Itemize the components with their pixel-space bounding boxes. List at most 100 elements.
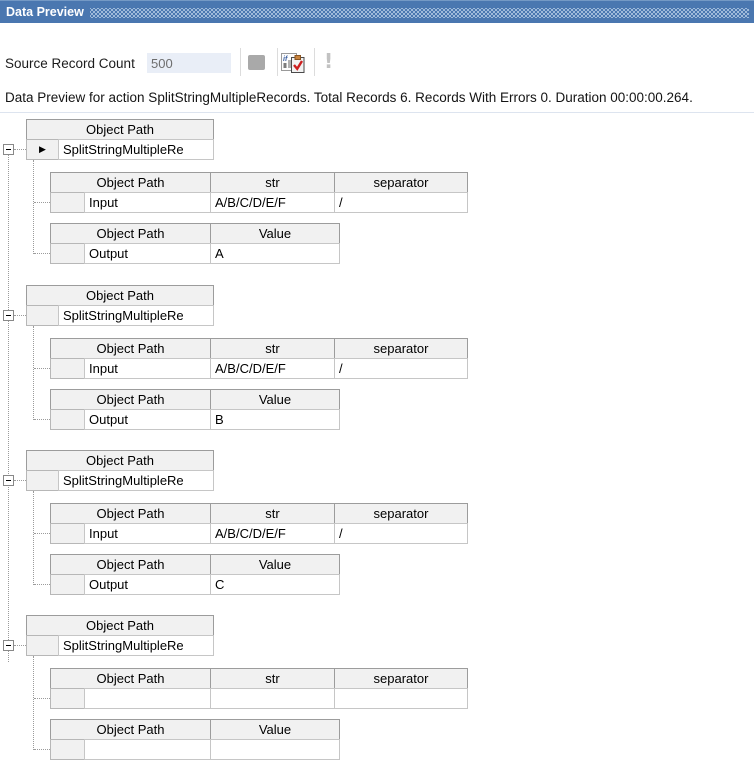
input-object-path-header: Object Path bbox=[50, 503, 211, 524]
output-path-cell[interactable]: Output bbox=[84, 243, 211, 264]
record-name-cell[interactable]: SplitStringMultipleRe bbox=[58, 635, 214, 656]
master-row-selector[interactable]: ▶ bbox=[26, 635, 59, 656]
record-name-cell[interactable]: SplitStringMultipleRe bbox=[58, 305, 214, 326]
input-row-selector[interactable] bbox=[50, 688, 85, 709]
record-group: Object Path ▶ SplitStringMultipleRe Obje… bbox=[0, 285, 754, 431]
input-separator-header: separator bbox=[334, 172, 468, 193]
validate-results-icon[interactable]: if bbox=[280, 50, 308, 76]
master-object-path-header: Object Path bbox=[26, 119, 214, 140]
input-path-cell[interactable] bbox=[84, 688, 211, 709]
svg-text:if: if bbox=[283, 56, 288, 63]
stop-icon[interactable] bbox=[248, 55, 265, 70]
input-str-cell[interactable]: A/B/C/D/E/F bbox=[210, 192, 335, 213]
record-group: Object Path ▶ SplitStringMultipleRe Obje… bbox=[0, 119, 754, 265]
tree-connector-line bbox=[33, 160, 34, 254]
input-str-cell[interactable] bbox=[210, 688, 335, 709]
record-name-cell[interactable]: SplitStringMultipleRe bbox=[58, 470, 214, 491]
master-object-path-header: Object Path bbox=[26, 285, 214, 306]
input-object-path-header: Object Path bbox=[50, 172, 211, 193]
output-value-cell[interactable]: B bbox=[210, 409, 340, 430]
input-str-cell[interactable]: A/B/C/D/E/F bbox=[210, 523, 335, 544]
current-row-arrow-icon: ▶ bbox=[39, 144, 46, 154]
output-row-selector[interactable] bbox=[50, 739, 85, 760]
source-record-count-input[interactable] bbox=[147, 53, 231, 73]
tree-connector-line bbox=[14, 315, 26, 316]
input-str-header: str bbox=[210, 172, 335, 193]
tree-connector-line bbox=[33, 491, 34, 585]
input-separator-cell[interactable]: / bbox=[334, 192, 468, 213]
tree-connector-line bbox=[34, 533, 50, 534]
input-row-selector[interactable] bbox=[50, 192, 85, 213]
output-value-cell[interactable] bbox=[210, 739, 340, 760]
minus-glyph bbox=[6, 149, 11, 150]
master-row-selector[interactable]: ▶ bbox=[26, 470, 59, 491]
tree-connector-line bbox=[34, 368, 50, 369]
toolbar-separator bbox=[277, 48, 278, 76]
master-object-path-header: Object Path bbox=[26, 450, 214, 471]
input-row-selector[interactable] bbox=[50, 523, 85, 544]
record-group: Object Path ▶ SplitStringMultipleRe Obje… bbox=[0, 615, 754, 761]
tree-connector-line bbox=[34, 253, 50, 254]
tree-connector-line bbox=[33, 656, 34, 750]
output-path-cell[interactable] bbox=[84, 739, 211, 760]
panel-title: Data Preview bbox=[6, 5, 84, 19]
input-separator-cell[interactable]: / bbox=[334, 358, 468, 379]
input-path-cell[interactable]: Input bbox=[84, 523, 211, 544]
collapse-expander-icon[interactable] bbox=[3, 310, 14, 321]
tree-connector-line bbox=[34, 749, 50, 750]
input-str-header: str bbox=[210, 503, 335, 524]
input-str-header: str bbox=[210, 668, 335, 689]
output-path-cell[interactable]: Output bbox=[84, 574, 211, 595]
record-name-cell[interactable]: SplitStringMultipleRe bbox=[58, 139, 214, 160]
tree-connector-line bbox=[14, 645, 26, 646]
warning-icon[interactable]: ! bbox=[324, 49, 334, 73]
output-row-selector[interactable] bbox=[50, 243, 85, 264]
minus-glyph bbox=[6, 645, 11, 646]
source-record-count-label: Source Record Count bbox=[5, 56, 135, 71]
input-str-cell[interactable]: A/B/C/D/E/F bbox=[210, 358, 335, 379]
output-object-path-header: Object Path bbox=[50, 389, 211, 410]
output-object-path-header: Object Path bbox=[50, 223, 211, 244]
input-separator-cell[interactable] bbox=[334, 688, 468, 709]
output-value-header: Value bbox=[210, 389, 340, 410]
input-separator-header: separator bbox=[334, 338, 468, 359]
output-object-path-header: Object Path bbox=[50, 719, 211, 740]
tree-connector-line bbox=[34, 584, 50, 585]
input-separator-cell[interactable]: / bbox=[334, 523, 468, 544]
output-value-header: Value bbox=[210, 719, 340, 740]
input-separator-header: separator bbox=[334, 668, 468, 689]
toolbar-separator bbox=[314, 48, 315, 76]
output-value-header: Value bbox=[210, 223, 340, 244]
output-path-cell[interactable]: Output bbox=[84, 409, 211, 430]
input-object-path-header: Object Path bbox=[50, 668, 211, 689]
hierarchy-grid: Object Path ▶ SplitStringMultipleRe Obje… bbox=[0, 119, 754, 760]
panel-divider bbox=[0, 112, 754, 113]
master-row-selector[interactable]: ▶ bbox=[26, 139, 59, 160]
output-value-header: Value bbox=[210, 554, 340, 575]
tree-connector-line bbox=[34, 419, 50, 420]
output-row-selector[interactable] bbox=[50, 574, 85, 595]
collapse-expander-icon[interactable] bbox=[3, 475, 14, 486]
master-row-selector[interactable]: ▶ bbox=[26, 305, 59, 326]
output-row-selector[interactable] bbox=[50, 409, 85, 430]
collapse-expander-icon[interactable] bbox=[3, 640, 14, 651]
output-value-cell[interactable]: A bbox=[210, 243, 340, 264]
output-object-path-header: Object Path bbox=[50, 554, 211, 575]
tree-connector-line bbox=[34, 202, 50, 203]
minus-glyph bbox=[6, 480, 11, 481]
input-path-cell[interactable]: Input bbox=[84, 358, 211, 379]
output-value-cell[interactable]: C bbox=[210, 574, 340, 595]
record-group: Object Path ▶ SplitStringMultipleRe Obje… bbox=[0, 450, 754, 596]
panel-titlebar[interactable]: Data Preview bbox=[0, 0, 754, 23]
titlebar-drag-texture[interactable] bbox=[90, 8, 749, 18]
input-row-selector[interactable] bbox=[50, 358, 85, 379]
input-object-path-header: Object Path bbox=[50, 338, 211, 359]
input-path-cell[interactable]: Input bbox=[84, 192, 211, 213]
status-text: Data Preview for action SplitStringMulti… bbox=[5, 90, 693, 105]
tree-trunk-line bbox=[8, 148, 9, 662]
input-separator-header: separator bbox=[334, 503, 468, 524]
minus-glyph bbox=[6, 315, 11, 316]
collapse-expander-icon[interactable] bbox=[3, 144, 14, 155]
input-str-header: str bbox=[210, 338, 335, 359]
